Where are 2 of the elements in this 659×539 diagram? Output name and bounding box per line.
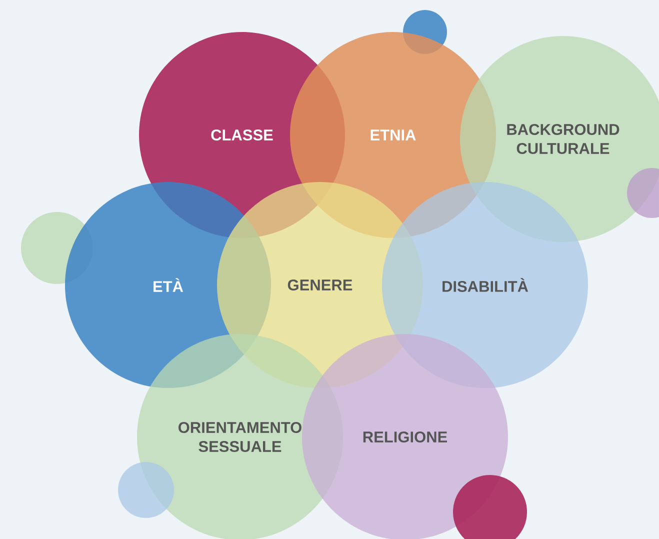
circle-node: DISABILITÀ	[382, 182, 588, 388]
circle	[118, 462, 174, 518]
